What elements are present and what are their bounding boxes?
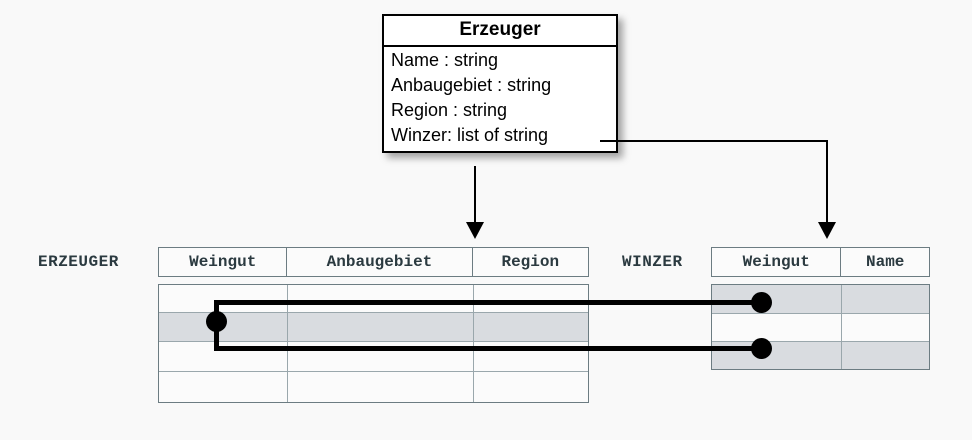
table-label-erzeuger: ERZEUGER (38, 253, 119, 271)
uml-attribute: Anbaugebiet : string (391, 75, 552, 95)
class-to-winzer-line-vertical (826, 140, 828, 224)
table-header-winzer: Weingut Name (711, 247, 930, 277)
table-cell (474, 285, 588, 312)
table-row[interactable] (159, 342, 588, 372)
class-to-erzeuger-line (474, 166, 476, 224)
table-cell (712, 285, 842, 313)
table-row[interactable] (159, 285, 588, 313)
table-label-winzer: WINZER (622, 253, 683, 271)
table-cell (159, 342, 288, 371)
table-cell (474, 313, 588, 341)
table-cell (842, 285, 929, 313)
fk-link-upper-branch (214, 300, 762, 305)
fk-link-dot-winzer-row1 (751, 292, 772, 313)
class-to-erzeuger-arrowhead (466, 222, 484, 239)
table-cell (288, 372, 474, 402)
column-header-weingut: Weingut (159, 248, 288, 276)
class-to-winzer-arrowhead (818, 222, 836, 239)
uml-class-name: Erzeuger (384, 16, 616, 47)
column-header-weingut: Weingut (712, 248, 842, 276)
fk-link-dot-winzer-row3 (751, 338, 772, 359)
uml-attribute-list: Name : string Anbaugebiet : string Regio… (384, 47, 616, 151)
table-cell (159, 372, 288, 402)
table-cell (288, 342, 474, 371)
uml-attribute: Winzer: list of string (391, 125, 549, 145)
table-cell (842, 314, 929, 341)
table-cell (159, 285, 288, 312)
fk-link-dot-erzeuger (206, 311, 227, 332)
table-header-erzeuger: Weingut Anbaugebiet Region (158, 247, 589, 277)
table-cell (712, 342, 842, 369)
table-cell (712, 314, 842, 341)
table-cell (288, 285, 474, 312)
column-header-name: Name (866, 253, 905, 271)
table-body-winzer (711, 284, 930, 370)
table-row[interactable] (159, 372, 588, 402)
uml-class-box: Erzeuger Name : string Anbaugebiet : str… (382, 14, 618, 153)
table-cell (288, 313, 474, 341)
column-header-anbaugebiet: Anbaugebiet (287, 248, 473, 276)
table-cell (842, 342, 929, 369)
table-cell (474, 372, 588, 402)
column-header-region: Region (501, 253, 560, 271)
class-to-winzer-line-horizontal (600, 140, 828, 142)
uml-attribute: Name : string (391, 50, 499, 70)
fk-link-lower-branch (214, 346, 762, 351)
uml-attribute: Region : string (391, 100, 508, 120)
table-row[interactable] (712, 285, 929, 314)
table-cell (159, 313, 288, 341)
table-row[interactable] (159, 313, 588, 342)
table-row[interactable] (712, 314, 929, 342)
